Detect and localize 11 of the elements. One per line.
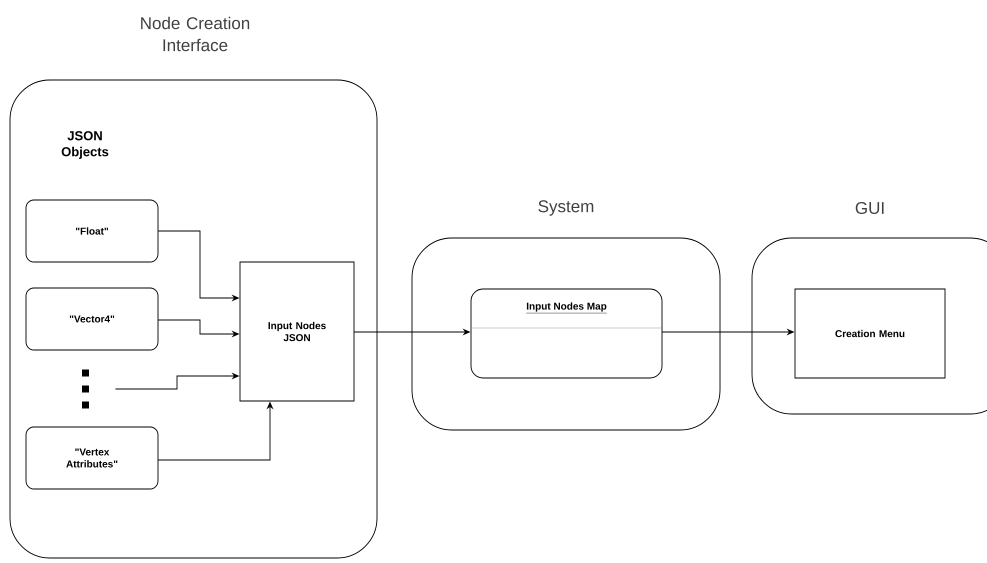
rounded-box: "Vertex Attributes" — [26, 426, 158, 490]
rounded-box: "Float" — [26, 200, 158, 262]
group-heading: Node Creation Interface — [141, 16, 250, 52]
rounded-box: "Vector4" — [26, 288, 158, 350]
ellipsis-dots — [82, 370, 89, 408]
process-box: Input Nodes JSON — [240, 262, 354, 402]
group-heading: GUI — [856, 202, 884, 214]
section-heading: JSON Objects — [62, 131, 108, 159]
group-heading: System — [538, 200, 594, 216]
process-box: Creation Menu — [794, 288, 946, 378]
map-box: Input Nodes Map — [470, 288, 662, 378]
